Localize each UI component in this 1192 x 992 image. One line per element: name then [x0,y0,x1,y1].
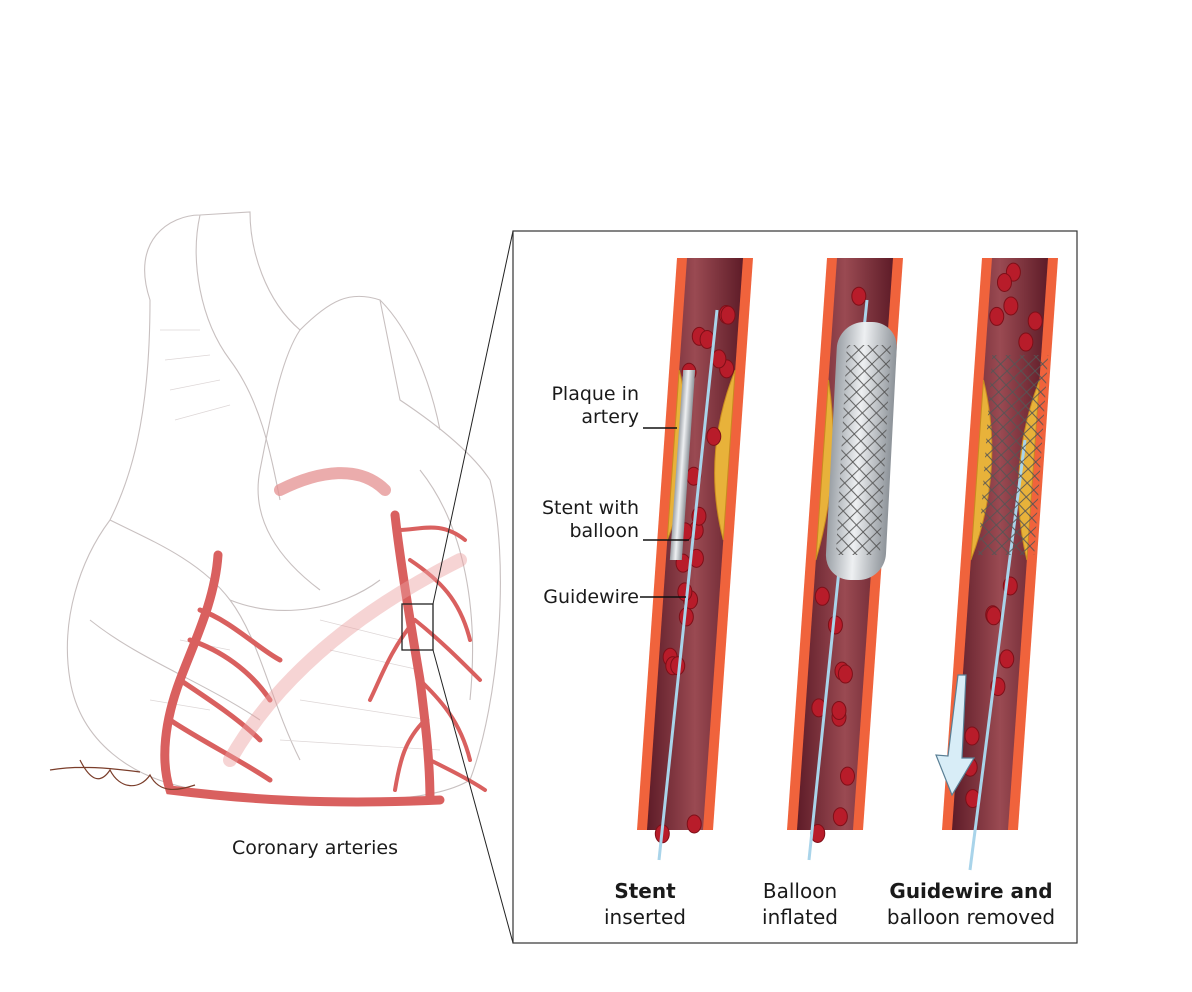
blood-cell [832,807,848,827]
arrow-down-icon [935,674,976,797]
callout-stent-line1: Stent with [541,497,639,519]
blood-cell [677,582,693,602]
coronary-arteries [160,467,487,807]
blood-cell [1003,296,1019,316]
plaque [714,369,736,541]
heart-drawing [66,211,501,801]
callout-plaque: Plaque in artery [500,383,639,429]
expanded-stent [978,355,1049,555]
stage-3-label: Guidewire and balloon removed [868,878,1074,930]
blood-cell [831,700,847,720]
blood-cell [839,766,855,786]
stage-2-subtitle: inflated [762,905,838,929]
blood-cell [814,586,830,606]
stage-2-label: Balloon inflated [725,878,875,930]
stage-3-title: Guidewire and [889,879,1053,903]
stent-mesh [835,345,891,555]
guidewire [657,309,719,861]
zoom-region-box [401,603,434,651]
vessel-lumen [647,258,743,830]
stage-1-title: Stent [614,879,676,903]
callout-plaque-line2: artery [581,406,639,428]
stage-3-subtitle: balloon removed [886,905,1056,929]
blood-cell [964,726,980,746]
blood-cell [1018,332,1034,352]
vessel-stage-1 [637,258,753,861]
blood-cell [686,814,702,834]
stage-1-subtitle: inserted [603,905,687,929]
blood-cell [999,649,1015,669]
deflated-balloon [669,370,696,560]
blood-cell [706,426,722,446]
blood-cell [996,272,1012,292]
stage-1-label: Stent inserted [570,878,720,930]
blood-cell [720,305,736,325]
callout-plaque-line1: Plaque in [551,383,639,405]
heart-caption: Coronary arteries [232,837,398,859]
stage-2-title: Balloon [762,879,838,903]
blood-cell [837,664,853,684]
blood-cell [1027,311,1043,331]
callout-stent-line2: balloon [569,520,639,542]
blood-cell [851,286,867,306]
vessel-stage-3 [935,258,1058,871]
signature [49,759,196,790]
callout-guidewire: Guidewire [543,586,639,608]
blood-cell [989,306,1005,326]
blood-cell [986,606,1002,626]
vessel-stage-2 [787,258,903,861]
callout-stent: Stent with balloon [500,497,639,543]
